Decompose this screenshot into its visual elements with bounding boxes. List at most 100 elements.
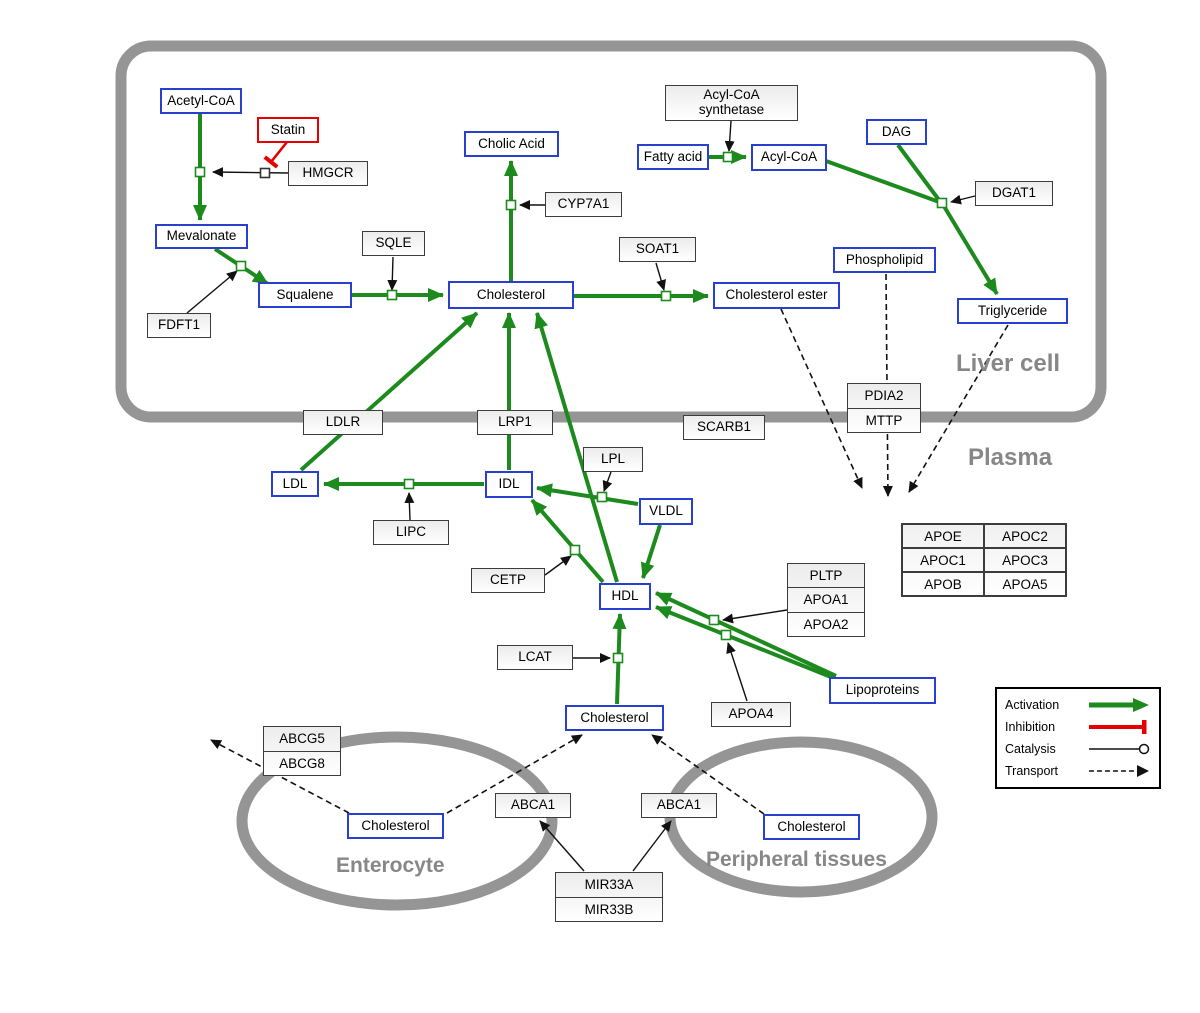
enterocyte-membrane — [236, 731, 558, 911]
stack-abcg5-abcg8: ABCG5 ABCG8 — [263, 726, 341, 776]
node-mevalonate[interactable]: Mevalonate — [155, 224, 248, 249]
node-apoe[interactable]: APOE — [902, 524, 984, 548]
node-phospholipid[interactable]: Phospholipid — [833, 247, 936, 273]
node-acetyl-coa[interactable]: Acetyl-CoA — [160, 88, 242, 114]
node-vldl[interactable]: VLDL — [639, 498, 693, 525]
node-cholesterol-liver[interactable]: Cholesterol — [448, 281, 574, 309]
catalysis-dgat1 — [950, 194, 976, 205]
node-lipoproteins[interactable]: Lipoproteins — [829, 677, 936, 704]
reaction-node — [403, 478, 415, 490]
catalysis-anchor — [259, 167, 271, 179]
node-abca1-peripheral[interactable]: ABCA1 — [641, 793, 717, 818]
catalysis-hmgcr — [212, 167, 290, 178]
node-ldl[interactable]: LDL — [271, 471, 319, 497]
node-squalene[interactable]: Squalene — [258, 282, 352, 308]
node-lpl[interactable]: LPL — [583, 447, 643, 472]
legend: Activation Inhibition Catalysis Transpor… — [995, 687, 1161, 789]
node-soat1[interactable]: SOAT1 — [619, 237, 696, 262]
transport-dashed-arrow-icon — [1089, 765, 1149, 777]
activation-arrow-icon — [1089, 698, 1149, 712]
node-cholesterol-enterocyte[interactable]: Cholesterol — [347, 813, 444, 839]
apolipoprotein-table: APOE APOC2 APOC1 APOC3 APOB APOA5 — [901, 523, 1067, 597]
node-acyl-coa-synthetase[interactable]: Acyl-CoA synthetase — [665, 85, 798, 121]
reaction-node — [936, 197, 948, 209]
node-lipc[interactable]: LIPC — [373, 520, 449, 545]
reaction-node — [722, 151, 734, 163]
node-apoc2[interactable]: APOC2 — [984, 524, 1066, 548]
node-apoa5[interactable]: APOA5 — [984, 572, 1066, 596]
node-lcat[interactable]: LCAT — [497, 645, 573, 670]
catalysis-soat1 — [655, 262, 666, 291]
inhibition-statin-hmgcr — [263, 141, 289, 169]
node-pdia2[interactable]: PDIA2 — [864, 388, 904, 404]
reaction-node — [194, 166, 206, 178]
edge-vldl-to-idl — [536, 483, 639, 506]
reaction-node — [569, 544, 581, 556]
legend-row-transport: Transport — [1005, 763, 1151, 779]
reaction-node — [708, 614, 720, 626]
node-abcg5[interactable]: ABCG5 — [279, 731, 325, 747]
transport-cholesterol-ester-to-plasma — [780, 308, 863, 489]
node-apoa1[interactable]: APOA1 — [788, 587, 864, 611]
node-cholesterol-peripheral[interactable]: Cholesterol — [763, 814, 860, 840]
liver-cell-membrane — [115, 40, 1107, 423]
node-sqle[interactable]: SQLE — [362, 231, 425, 256]
legend-row-catalysis: Catalysis — [1005, 741, 1151, 757]
edge-hdl-to-idl — [530, 498, 605, 584]
node-mir33b[interactable]: MIR33B — [556, 896, 662, 922]
node-statin[interactable]: Statin — [257, 117, 319, 143]
legend-activation-label: Activation — [1005, 698, 1060, 712]
reaction-node — [505, 199, 517, 211]
node-cholic-acid[interactable]: Cholic Acid — [464, 131, 559, 157]
liver-cell-label: Liver cell — [956, 350, 1061, 377]
node-scarb1[interactable]: SCARB1 — [683, 415, 765, 440]
catalysis-fdft1 — [186, 270, 238, 314]
catalysis-sqle — [387, 256, 398, 291]
node-cholesterol-ester[interactable]: Cholesterol ester — [713, 282, 840, 309]
node-acyl-coa[interactable]: Acyl-CoA — [751, 144, 827, 171]
regulation-mir33-to-abca1-left — [539, 820, 585, 872]
transport-enterocyte-cholesterol-efflux — [210, 739, 350, 814]
catalysis-acyl-coa-synthetase — [724, 120, 735, 152]
node-idl[interactable]: IDL — [485, 471, 533, 498]
edge-lipoproteins-to-hdl-lower — [655, 605, 847, 685]
node-ldlr[interactable]: LDLR — [303, 410, 383, 435]
inhibition-tbar-icon — [1089, 720, 1147, 734]
edge-acyl-coa-to-triglyceride — [825, 159, 999, 296]
peripheral-tissues-label: Peripheral tissues — [706, 848, 887, 871]
node-mir33a[interactable]: MIR33A — [584, 877, 634, 893]
node-dag[interactable]: DAG — [866, 119, 927, 145]
transport-enterocyte-cholesterol-to-plasma — [446, 734, 583, 814]
node-apob[interactable]: APOB — [902, 572, 984, 596]
edge-dag-to-triglyceride-junction — [896, 143, 941, 202]
node-apoc1[interactable]: APOC1 — [902, 548, 984, 572]
catalysis-circle-icon — [1089, 743, 1150, 755]
node-triglyceride[interactable]: Triglyceride — [957, 298, 1068, 324]
reaction-node — [386, 289, 398, 301]
node-cyp7a1[interactable]: CYP7A1 — [545, 192, 622, 217]
node-abca1-enterocyte[interactable]: ABCA1 — [495, 793, 571, 818]
transport-triglyceride-to-plasma — [908, 324, 1009, 493]
node-lrp1[interactable]: LRP1 — [477, 410, 553, 435]
reaction-node — [596, 491, 608, 503]
node-apoc3[interactable]: APOC3 — [984, 548, 1066, 572]
node-abcg8[interactable]: ABCG8 — [264, 750, 340, 776]
node-apoa4[interactable]: APOA4 — [711, 702, 791, 727]
node-hmgcr[interactable]: HMGCR — [288, 161, 368, 186]
node-apoa2[interactable]: APOA2 — [788, 611, 864, 636]
node-cholesterol-plasma[interactable]: Cholesterol — [565, 705, 664, 731]
reaction-node — [235, 260, 247, 272]
node-cetp[interactable]: CETP — [471, 568, 545, 593]
catalysis-edges — [186, 120, 976, 872]
node-fdft1[interactable]: FDFT1 — [147, 313, 211, 338]
catalysis-pltp-apoa1-apoa2 — [722, 609, 788, 624]
node-mttp[interactable]: MTTP — [848, 407, 920, 433]
node-fatty-acid[interactable]: Fatty acid — [637, 144, 709, 170]
stack-mir33a-mir33b: MIR33A MIR33B — [555, 872, 663, 922]
membranes — [115, 40, 1107, 911]
node-dgat1[interactable]: DGAT1 — [975, 181, 1053, 206]
node-pltp[interactable]: PLTP — [809, 568, 843, 584]
node-hdl[interactable]: HDL — [599, 583, 651, 610]
edge-vldl-to-hdl — [640, 524, 662, 579]
